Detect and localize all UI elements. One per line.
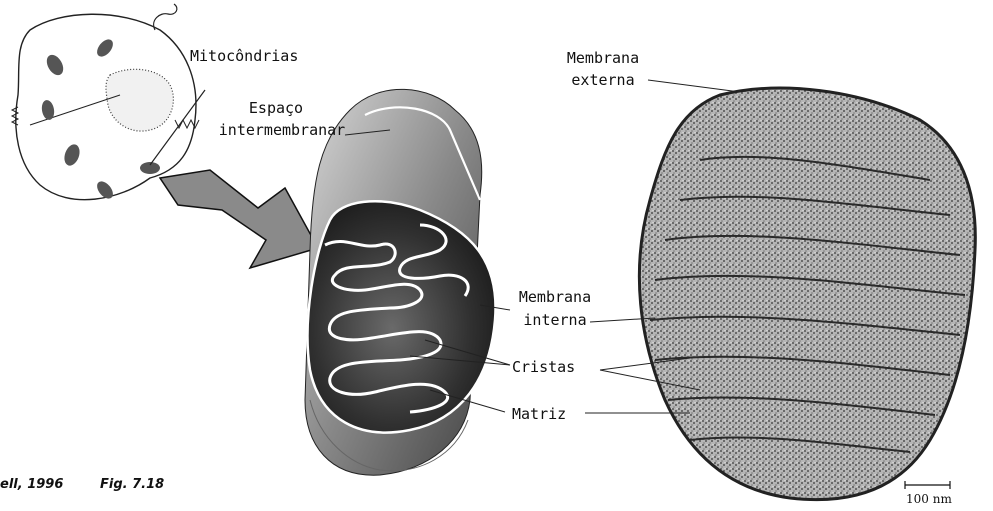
cell-sketch: [12, 4, 199, 202]
label-mitocondrias: Mitocôndrias: [190, 46, 298, 66]
label-membrana-externa-line2: externa: [548, 70, 658, 90]
flagellum: [154, 4, 177, 30]
mito-sketch-1: [43, 52, 66, 78]
label-membrana-externa-line1: Membrana: [548, 48, 658, 68]
citation-author: ell, 1996: [0, 477, 63, 492]
label-espaco-line2: intermembranar: [212, 120, 352, 140]
mito-sketch-6: [140, 162, 160, 174]
nucleus: [106, 69, 173, 131]
label-cristas: Cristas: [512, 357, 575, 377]
mitochondrion-3d: [305, 89, 496, 475]
label-membrana-interna-line2: interna: [505, 310, 605, 330]
label-espaco-line1: Espaço: [226, 98, 326, 118]
scale-bar: [905, 481, 950, 489]
electron-micrograph: [639, 88, 975, 500]
zoom-arrow: [160, 170, 318, 268]
micrograph-body: [639, 88, 975, 500]
mito-sketch-2: [94, 36, 116, 59]
membrana-externa-leader: [648, 80, 740, 92]
scale-bar-label: 100 nm: [906, 492, 952, 506]
mito-sketch-4: [62, 142, 83, 167]
label-matriz: Matriz: [512, 404, 566, 424]
citation-figure: Fig. 7.18: [100, 477, 164, 492]
label-membrana-interna-line1: Membrana: [505, 287, 605, 307]
